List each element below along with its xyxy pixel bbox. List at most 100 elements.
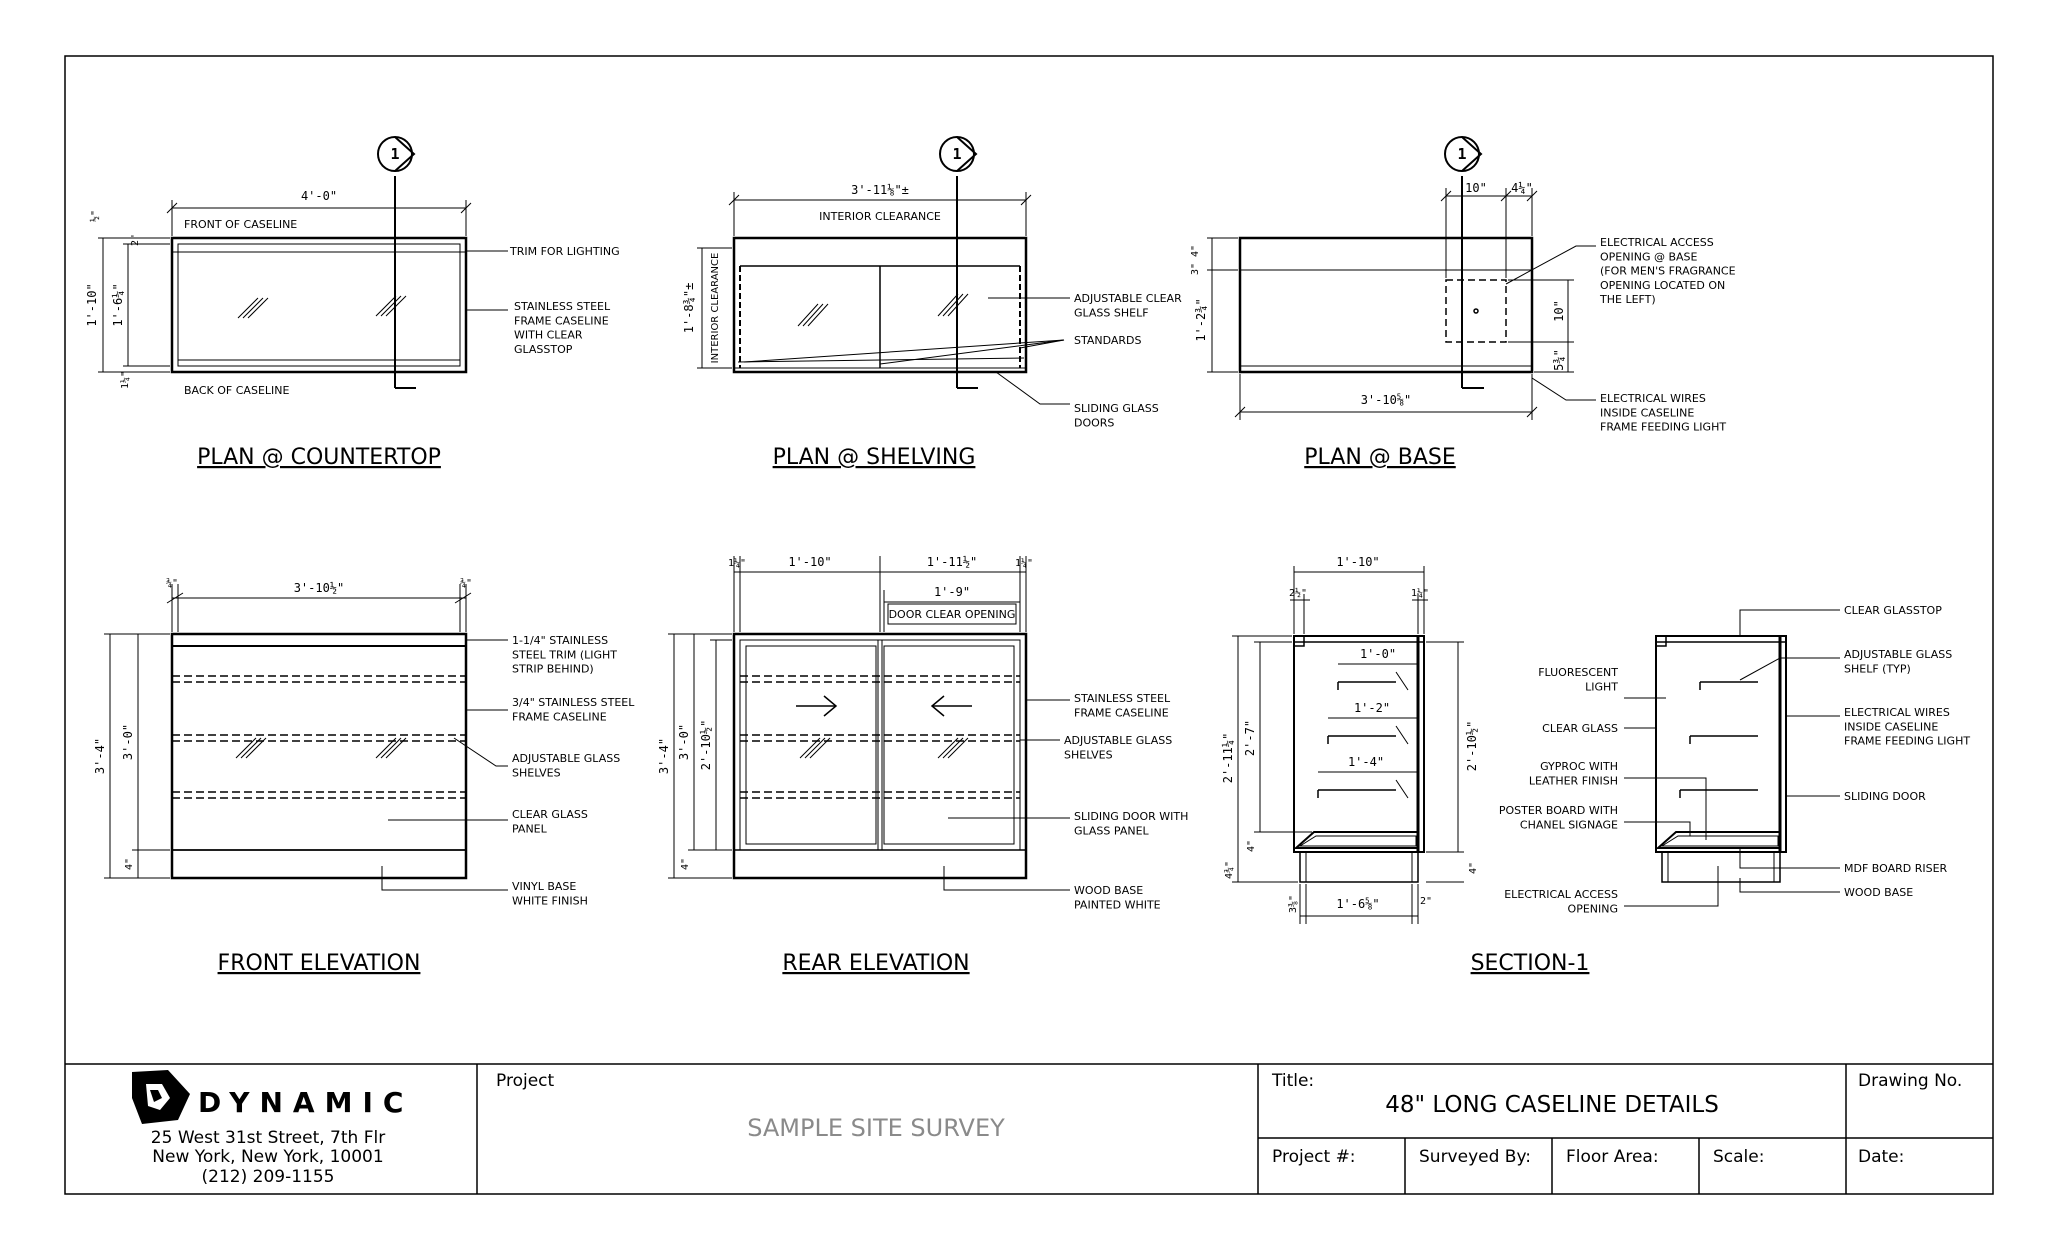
note-clear-glasstop: CLEAR GLASSTOP [1844, 604, 1942, 617]
interior-clearance-side-label: INTERIOR CLEARANCE [710, 253, 721, 364]
back-of-caseline-label: BACK OF CASELINE [184, 384, 289, 397]
dim-countertop-inner: 1'-6¼" [111, 283, 125, 326]
dim-section-outer-height: 2'-11¼" [1221, 733, 1235, 784]
dim-rear-base: 4" [680, 858, 691, 870]
dim-front-width: 3'-10½" [294, 581, 345, 595]
note-standards: STANDARDS [1074, 334, 1142, 347]
note-sliding-door: SLIDING DOOR [1844, 790, 1926, 803]
door-clear-opening-label: DOOR CLEAR OPENING [889, 608, 1016, 621]
interior-clearance-label: INTERIOR CLEARANCE [819, 210, 941, 223]
plan-shelving-labels: 3'-11⅛"± INTERIOR CLEARANCE 1'-8¾"± INTE… [682, 145, 1182, 470]
dim-countertop-total: 1'-10" [85, 283, 99, 326]
dim-rear-door: 1'-9" [934, 585, 970, 599]
section-1-view [1232, 566, 1840, 924]
dim-section-base-left: 4" [1246, 840, 1257, 852]
section-marker-2: 1 [952, 145, 961, 163]
dim-section-inner-height: 2'-7" [1243, 720, 1257, 756]
dim-section-top-right: 1¼" [1411, 587, 1429, 599]
dim-rear-total-height: 3'-4" [657, 738, 671, 774]
dim-section-shelf-2: 1'-2" [1354, 701, 1390, 715]
dim-base-left: 1'-2¾" [1194, 298, 1208, 341]
section-1-labels: 1'-10" 2½" 1¼" 1'-0" 1'-2" 1'-4" 2'-11¼"… [1221, 555, 1970, 976]
rear-elevation-view [668, 556, 1070, 891]
title-block [65, 1063, 1993, 1194]
dim-section-base-left2: 4¾" [1223, 861, 1235, 879]
dim-rear-left-small: 1¼" [728, 557, 746, 569]
front-of-caseline-label: FRONT OF CASELINE [184, 218, 297, 231]
company-address-1: 25 West 31st Street, 7th Flr [151, 1128, 385, 1148]
project-label: Project [496, 1071, 554, 1091]
dim-base-10: 10" [1465, 181, 1487, 195]
surveyed-by-label: Surveyed By: [1419, 1147, 1531, 1167]
dim-base-width: 3'-10⅝" [1361, 393, 1412, 407]
scale-label: Scale: [1713, 1147, 1764, 1167]
drawing-no-label: Drawing No. [1858, 1071, 1962, 1091]
dim-front-base: 4" [124, 858, 135, 870]
front-elevation-view [104, 584, 508, 891]
rear-elevation-labels: 1'-10" 1'-11½" 1¼" 1¼" 1'-9" DOOR CLEAR … [657, 555, 1188, 976]
dim-countertop-top: ½" [89, 210, 101, 222]
note-mdf-board-riser: MDF BOARD RISER [1844, 862, 1948, 875]
company-logo [132, 1070, 190, 1124]
plan-base-view [1207, 136, 1596, 420]
dim-section-base-right: 4" [1468, 862, 1479, 874]
front-elevation-labels: 3'-10½" ¾" ¾" 3'-4" 3'-0" 4" 1-1/4" STAI… [93, 577, 635, 976]
dim-rear-right-small: 1¼" [1015, 557, 1033, 569]
dim-front-right-trim: ¾" [460, 577, 472, 589]
dim-section-right-height: 2'-10½" [1465, 721, 1479, 772]
dim-section-bottom-width: 1'-6⅝" [1336, 897, 1379, 911]
dim-base-10-right: 10" [1552, 300, 1566, 322]
view-title-front-elevation: FRONT ELEVATION [218, 951, 421, 976]
dim-shelving-depth: 1'-8¾"± [682, 283, 696, 334]
plan-countertop-view [98, 136, 508, 389]
section-marker-1: 1 [390, 145, 399, 163]
view-title-plan-countertop: PLAN @ COUNTERTOP [197, 445, 441, 470]
company-name: DYNAMIC [198, 1086, 413, 1119]
dim-section-width: 1'-10" [1336, 555, 1379, 569]
dim-rear-inner-height: 2'-10½" [699, 720, 713, 771]
date-label: Date: [1858, 1147, 1904, 1167]
view-title-section-1: SECTION-1 [1471, 951, 1590, 976]
dim-front-total-height: 3'-4" [93, 738, 107, 774]
note-clear-glass: CLEAR GLASS [1542, 722, 1618, 735]
note-section-wood-base: WOOD BASE [1844, 886, 1913, 899]
company-address-2: New York, New York, 10001 [152, 1147, 383, 1167]
dim-countertop-bottom: 1¼" [119, 371, 131, 389]
dim-rear-case-height: 3'-0" [677, 724, 691, 760]
plan-base-labels: 10" 4¼" 3" 4" 1'-2¾" 10" 5¾" 3'-10⅝" 1 E… [1190, 145, 1736, 470]
dim-rear-left-width: 1'-10" [788, 555, 831, 569]
dim-section-bottom-right: 2" [1420, 896, 1432, 907]
view-title-plan-base: PLAN @ BASE [1304, 445, 1456, 470]
dim-section-top-left: 2½" [1289, 587, 1307, 599]
dim-countertop-width: 4'-0" [301, 189, 337, 203]
view-title-plan-shelving: PLAN @ SHELVING [773, 445, 976, 470]
dim-shelving-width: 3'-11⅛"± [851, 183, 909, 197]
dim-section-shelf-1: 1'-0" [1360, 647, 1396, 661]
floor-area-label: Floor Area: [1566, 1147, 1659, 1167]
project-no-label: Project #: [1272, 1147, 1356, 1167]
project-name: SAMPLE SITE SURVEY [747, 1114, 1005, 1142]
dim-section-shelf-3: 1'-4" [1348, 755, 1384, 769]
dim-front-case-height: 3'-0" [121, 724, 135, 760]
company-phone: (212) 209-1155 [202, 1167, 335, 1187]
dim-countertop-top2: 2" [130, 234, 141, 246]
drawing-title: 48" LONG CASELINE DETAILS [1385, 1092, 1719, 1118]
view-title-rear-elevation: REAR ELEVATION [782, 951, 969, 976]
section-marker-3: 1 [1457, 145, 1466, 163]
dim-base-left-small: 3" 4" [1190, 245, 1201, 275]
